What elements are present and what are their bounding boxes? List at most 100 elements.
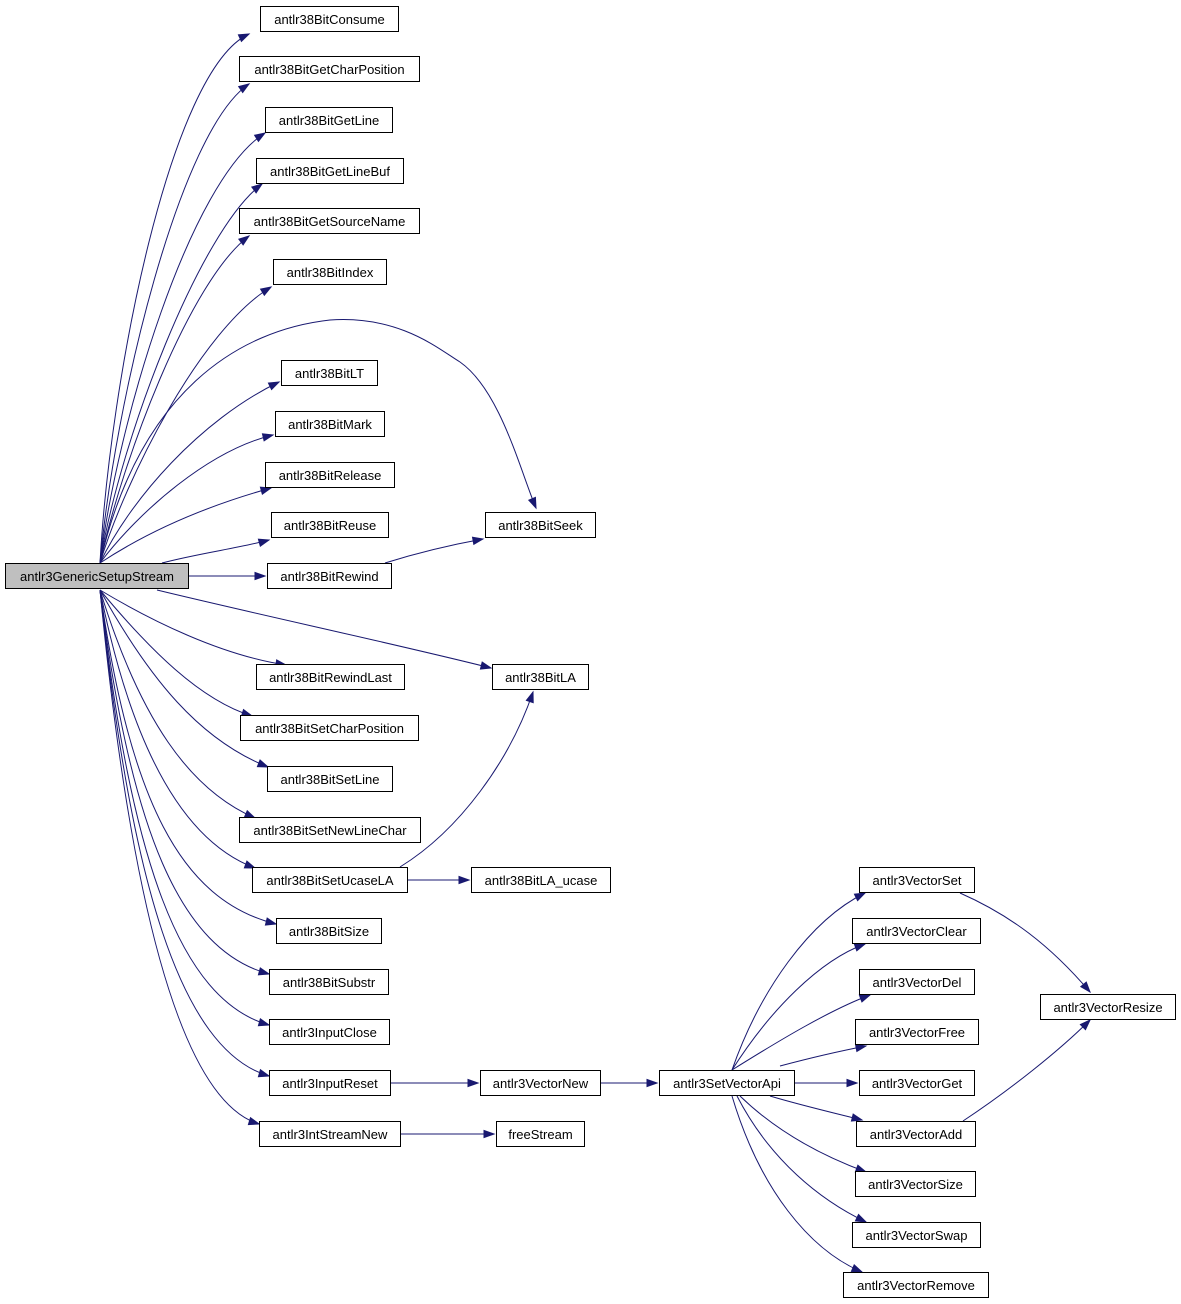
arrowhead-vectorclear — [853, 943, 867, 952]
edge-generic_setup-to-release — [99, 487, 272, 564]
edge-generic_setup-to-la — [156, 589, 492, 669]
node-8bit-substr[interactable]: antlr38BitSubstr — [269, 969, 389, 995]
node-vector-del[interactable]: antlr3VectorDel — [859, 969, 975, 995]
arrowhead-index — [259, 286, 273, 297]
node-free-stream[interactable]: freeStream — [496, 1121, 585, 1147]
edge-generic_setup-to-getline — [99, 132, 266, 564]
node-vector-set[interactable]: antlr3VectorSet — [859, 867, 975, 893]
edge-generic_setup-to-seek — [99, 319, 537, 564]
arrowhead-vectorswap — [854, 1213, 868, 1223]
arrowhead-vectoradd — [850, 1113, 864, 1122]
node-8bit-index[interactable]: antlr38BitIndex — [273, 259, 387, 285]
node-8bit-rewind[interactable]: antlr38BitRewind — [267, 563, 392, 589]
arrowhead-intstreamnew — [247, 1116, 261, 1126]
arrowhead-rewind — [254, 571, 267, 581]
node-8bit-set-line[interactable]: antlr38BitSetLine — [267, 766, 393, 792]
node-8bit-release[interactable]: antlr38BitRelease — [265, 462, 395, 488]
edge-generic_setup-to-lt — [99, 381, 280, 564]
arrowhead-setline — [256, 759, 270, 768]
arrowhead-vectorset — [853, 892, 867, 902]
arrowhead-size — [264, 917, 278, 926]
arrowhead-freestream — [483, 1129, 496, 1139]
arrowhead-mark — [261, 433, 275, 442]
edge-setvectorapi-to-vectorset — [731, 892, 866, 1071]
node-8bit-set-ucase-la[interactable]: antlr38BitSetUcaseLA — [252, 867, 408, 893]
node-set-vector-api[interactable]: antlr3SetVectorApi — [659, 1070, 795, 1096]
node-8bit-consume[interactable]: antlr38BitConsume — [260, 6, 399, 32]
arrowhead-release — [259, 486, 273, 495]
node-vector-new[interactable]: antlr3VectorNew — [480, 1070, 601, 1096]
arrowhead-inputclose — [257, 1018, 271, 1027]
arrowhead-la — [525, 690, 534, 704]
node-vector-clear[interactable]: antlr3VectorClear — [852, 918, 981, 944]
node-vector-add[interactable]: antlr3VectorAdd — [856, 1121, 976, 1147]
edge-vectorset-to-vectorresize — [959, 892, 1091, 993]
edge-generic_setup-to-setcharpos — [99, 589, 253, 717]
edge-generic_setup-to-getcharpos — [99, 83, 250, 564]
edge-generic_setup-to-rewindlast — [99, 589, 287, 666]
node-8bit-get-source-name[interactable]: antlr38BitGetSourceName — [239, 208, 420, 234]
edge-generic_setup-to-index — [99, 286, 272, 564]
edge-generic_setup-to-inputclose — [99, 589, 270, 1026]
node-8bit-get-char-position[interactable]: antlr38BitGetCharPosition — [239, 56, 420, 82]
node-8bit-lt[interactable]: antlr38BitLT — [281, 360, 378, 386]
edge-generic_setup-to-setucasela — [99, 589, 256, 869]
edge-generic_setup-to-setnewlinechar — [99, 589, 256, 819]
edge-generic_setup-to-mark — [99, 434, 274, 564]
node-8bit-get-line[interactable]: antlr38BitGetLine — [265, 107, 393, 133]
arrowhead-la — [479, 661, 493, 670]
edge-setvectorapi-to-vectorswap — [736, 1095, 867, 1223]
arrowhead-getlinebuf — [250, 183, 264, 194]
arrowhead-vectorget — [846, 1078, 859, 1088]
arrowhead-seek — [527, 496, 537, 510]
edge-generic_setup-to-reuse — [161, 539, 270, 564]
node-8bit-seek[interactable]: antlr38BitSeek — [485, 512, 596, 538]
arrowhead-setvectorapi — [646, 1078, 659, 1088]
edge-generic_setup-to-getlinebuf — [99, 183, 263, 564]
edge-setvectorapi-to-vectordel — [731, 994, 871, 1071]
edge-setvectorapi-to-vectorclear — [731, 943, 866, 1071]
edge-generic_setup-to-consume — [99, 33, 250, 564]
node-8bit-set-new-line-char[interactable]: antlr38BitSetNewLineChar — [239, 817, 421, 843]
edge-vectoradd-to-vectorresize — [962, 1019, 1091, 1122]
edge-setucasela-to-la — [399, 691, 534, 868]
arrowhead-vectorresize — [1079, 1018, 1092, 1031]
edge-generic_setup-to-intstreamnew — [99, 589, 260, 1125]
edge-setvectorapi-to-vectoradd — [769, 1095, 863, 1121]
arrowhead-vectorresize — [1079, 981, 1091, 994]
arrowhead-getline — [253, 132, 267, 143]
arrowhead-lt — [267, 381, 281, 391]
node-8bit-mark[interactable]: antlr38BitMark — [275, 411, 385, 437]
arrowhead-vectorfree — [854, 1043, 868, 1053]
node-vector-size[interactable]: antlr3VectorSize — [855, 1171, 976, 1197]
arrowhead-getsourcename — [238, 235, 251, 246]
node-vector-get[interactable]: antlr3VectorGet — [859, 1070, 975, 1096]
node-8bit-reuse[interactable]: antlr38BitReuse — [271, 512, 389, 538]
node-8bit-la-ucase[interactable]: antlr38BitLA_ucase — [471, 867, 611, 893]
edge-generic_setup-to-size — [99, 589, 277, 925]
node-generic-setup-stream[interactable]: antlr3GenericSetupStream — [5, 563, 189, 589]
node-8bit-la[interactable]: antlr38BitLA — [492, 664, 589, 690]
node-8bit-set-char-position[interactable]: antlr38BitSetCharPosition — [240, 715, 419, 741]
edge-generic_setup-to-substr — [99, 589, 270, 975]
arrowhead-la_ucase — [458, 875, 471, 885]
edge-generic_setup-to-setline — [99, 589, 269, 768]
arrowhead-vectorremove — [850, 1263, 864, 1273]
node-vector-resize[interactable]: antlr3VectorResize — [1040, 994, 1176, 1020]
arrowhead-reuse — [257, 538, 271, 547]
node-vector-free[interactable]: antlr3VectorFree — [855, 1019, 979, 1045]
arrowhead-substr — [257, 967, 271, 976]
node-int-stream-new[interactable]: antlr3IntStreamNew — [259, 1121, 401, 1147]
node-8bit-size[interactable]: antlr38BitSize — [276, 918, 382, 944]
arrowhead-vectornew — [467, 1078, 480, 1088]
node-8bit-get-line-buf[interactable]: antlr38BitGetLineBuf — [256, 158, 404, 184]
node-vector-remove[interactable]: antlr3VectorRemove — [843, 1272, 989, 1298]
arrowhead-inputreset — [257, 1068, 271, 1078]
node-input-reset[interactable]: antlr3InputReset — [269, 1070, 391, 1096]
edge-setvectorapi-to-vectorremove — [731, 1095, 863, 1273]
arrowhead-consume — [237, 33, 251, 43]
node-8bit-rewind-last[interactable]: antlr38BitRewindLast — [256, 664, 405, 690]
arrowhead-getcharpos — [237, 83, 251, 94]
node-input-close[interactable]: antlr3InputClose — [269, 1019, 390, 1045]
node-vector-swap[interactable]: antlr3VectorSwap — [852, 1222, 981, 1248]
